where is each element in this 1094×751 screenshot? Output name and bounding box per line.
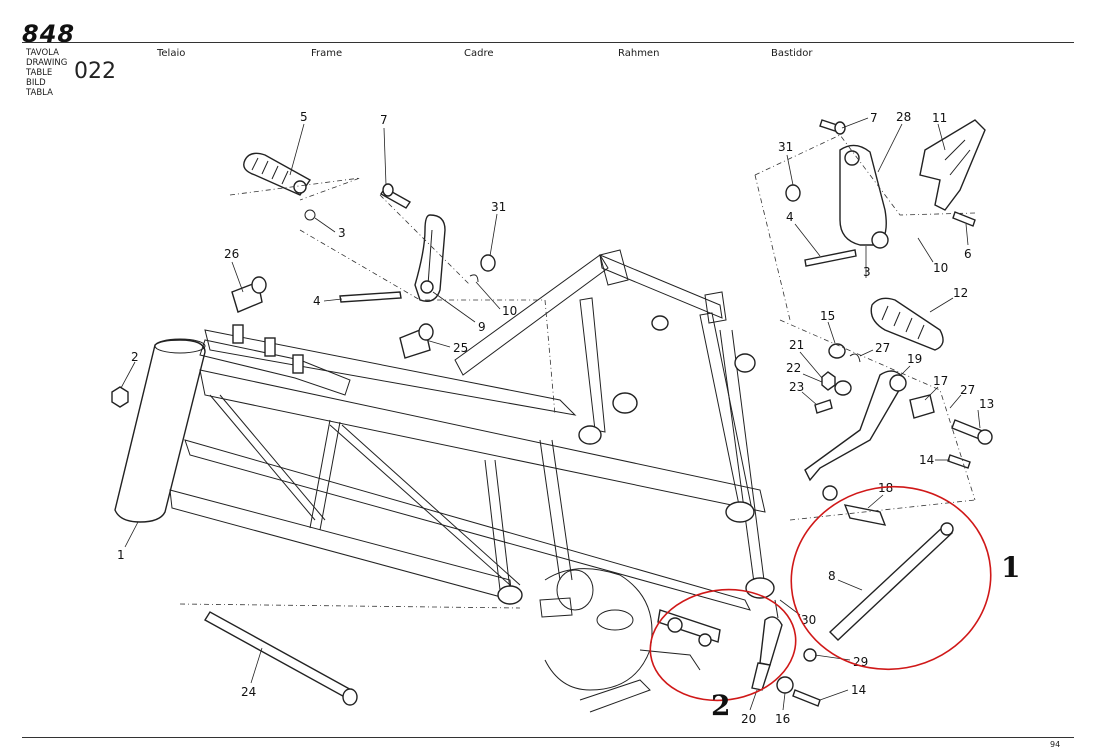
title-german: Rahmen	[618, 48, 660, 59]
callout-15: 15	[820, 309, 835, 323]
callout-27-upper: 27	[875, 341, 890, 355]
callout-17: 17	[933, 374, 948, 388]
callout-27-lower: 27	[960, 383, 975, 397]
callout-3-right: 3	[863, 265, 871, 279]
label-tavola: TAVOLA	[26, 48, 59, 58]
bottom-parts	[579, 599, 821, 713]
label-drawing: DRAWING	[26, 58, 68, 68]
table-number: 022	[74, 59, 116, 84]
callout-10-right: 10	[933, 261, 948, 275]
left-parts	[111, 152, 556, 706]
title-french: Cadre	[464, 48, 494, 59]
callout-14-upper: 14	[919, 453, 934, 467]
callout-9: 9	[478, 320, 486, 334]
callout-6: 6	[964, 247, 972, 261]
callout-7-right: 7	[870, 111, 878, 125]
callout-31-left: 31	[491, 200, 506, 214]
drawing-labels: TAVOLA DRAWING TABLE BILD TABLA	[26, 48, 67, 98]
callout-2: 2	[131, 350, 139, 364]
callout-7-left: 7	[380, 113, 388, 127]
header-rule	[22, 42, 1074, 43]
callout-8: 8	[828, 569, 836, 583]
title-italian: Telaio	[157, 48, 186, 59]
annotation-label-1: 1	[1001, 551, 1020, 584]
callout-4-left: 4	[313, 294, 321, 308]
callout-1: 1	[117, 548, 125, 562]
right-parts	[754, 119, 993, 641]
annotation-circle-2	[649, 588, 797, 702]
callout-24: 24	[241, 685, 256, 699]
callout-22: 22	[786, 361, 801, 375]
callout-31-right: 31	[778, 140, 793, 154]
callouts: 5 7 3 31 26 4 10 9 25 2 1 24 7 28 11 31 …	[117, 110, 994, 726]
red-annotations: 1 2	[649, 485, 1020, 722]
label-bild: BILD	[26, 78, 46, 88]
title-spanish: Bastidor	[771, 48, 813, 59]
callout-18: 18	[878, 481, 893, 495]
callout-13: 13	[979, 397, 994, 411]
frame-structure	[114, 249, 775, 691]
label-table: TABLE	[26, 68, 53, 78]
callout-25: 25	[453, 341, 468, 355]
title-english: Frame	[311, 48, 343, 59]
leader-lines	[120, 117, 981, 711]
callout-20: 20	[741, 712, 756, 726]
callout-30: 30	[801, 613, 816, 627]
callout-3-left: 3	[338, 226, 346, 240]
callout-5: 5	[300, 110, 308, 124]
label-tabla: TABLA	[26, 88, 53, 98]
callout-12: 12	[953, 286, 968, 300]
annotation-label-2: 2	[711, 689, 730, 722]
callout-10-left: 10	[502, 304, 517, 318]
callout-26: 26	[224, 247, 239, 261]
footer-rule	[22, 737, 1074, 738]
callout-21: 21	[789, 338, 804, 352]
page-number: 94	[1050, 740, 1061, 749]
annotation-circle-1	[790, 485, 992, 671]
callout-4-right: 4	[786, 210, 794, 224]
callout-11: 11	[932, 111, 947, 125]
callout-14-lower: 14	[851, 683, 866, 697]
callout-19: 19	[907, 352, 922, 366]
callout-23: 23	[789, 380, 804, 394]
callout-28: 28	[896, 110, 911, 124]
callout-16: 16	[775, 712, 790, 726]
